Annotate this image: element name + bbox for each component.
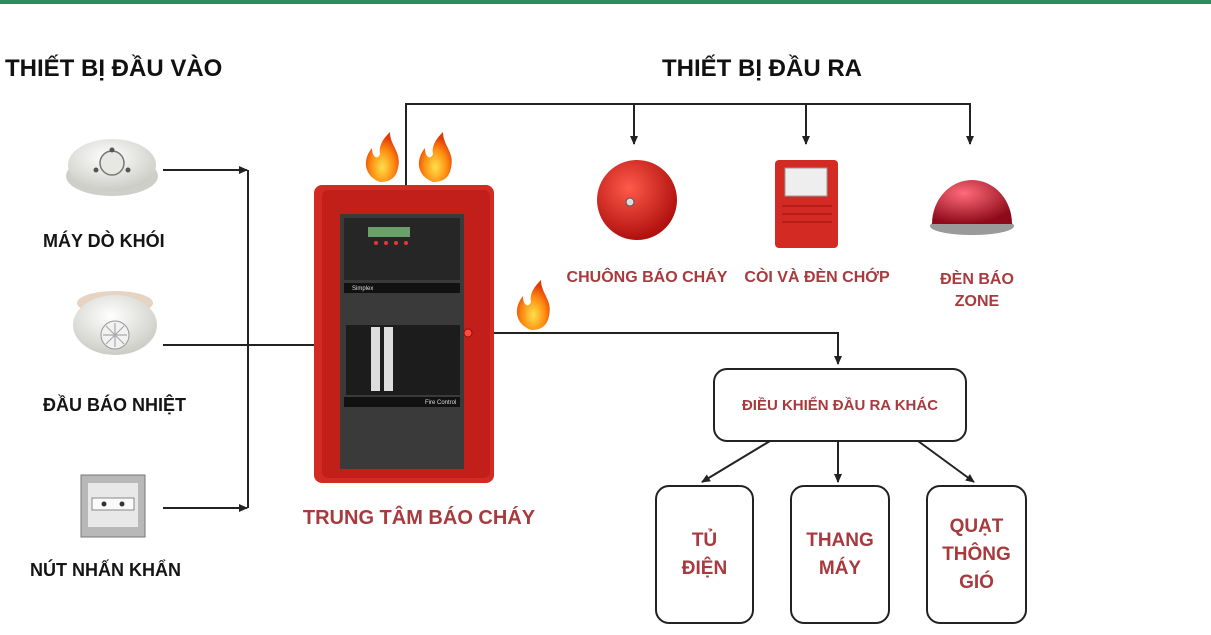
heat-detector-label: ĐẦU BÁO NHIỆT [43,395,186,415]
control-panel-label: TRUNG TÂM BÁO CHÁY [302,507,536,529]
zone-light-icon [930,180,1014,235]
ventilation-fan-line1: QUẠT [949,515,1004,537]
elevator-line2: MÁY [818,557,862,579]
elevator-line1: THANG [806,529,874,551]
ventilation-fan-line3: GIÓ [959,571,994,593]
horn-strobe-label: CÒI VÀ ĐÈN CHỚP [744,269,890,286]
electrical-cabinet-line1: TỦ [691,529,718,551]
zone-light-label-line2: ZONE [954,293,1000,310]
zone-light-label-line1: ĐÈN BÁO [940,271,1014,288]
manual-call-point-label: NÚT NHẤN KHẨN [30,560,181,580]
smoke-detector-icon [66,139,158,196]
panel-brand: Simplex [352,286,373,292]
output-connectors [405,103,975,483]
input-devices-heading: THIẾT BỊ ĐẦU VÀO [5,55,223,82]
panel-caption: Fire Control [425,400,456,406]
ventilation-fan-line2: THÔNG [942,543,1011,565]
heat-detector-icon [73,291,157,355]
elevator-box: THANG MÁY [790,485,890,624]
flame-icon [365,132,550,330]
output-devices-heading: THIẾT BỊ ĐẦU RA [662,55,862,82]
ventilation-fan-box: QUẠT THÔNG GIÓ [926,485,1027,624]
fire-bell-label: CHUÔNG BÁO CHÁY [566,269,728,286]
horn-strobe-icon [775,160,838,248]
manual-call-point-icon [80,474,146,538]
other-output-control-label: ĐIỀU KHIỂN ĐẦU RA KHÁC [741,396,939,414]
electrical-cabinet-box: TỦ ĐIỆN [655,485,754,624]
other-output-control-box: ĐIỀU KHIỂN ĐẦU RA KHÁC [713,368,967,442]
smoke-detector-label: MÁY DÒ KHÓI [43,231,165,251]
top-accent-bar [0,0,1211,4]
zone-light-label: ĐÈN BÁO ZONE [940,269,1014,313]
input-connectors [163,166,316,512]
fire-alarm-control-panel [314,185,494,483]
electrical-cabinet-line2: ĐIỆN [681,557,728,579]
fire-bell-icon [597,160,677,240]
